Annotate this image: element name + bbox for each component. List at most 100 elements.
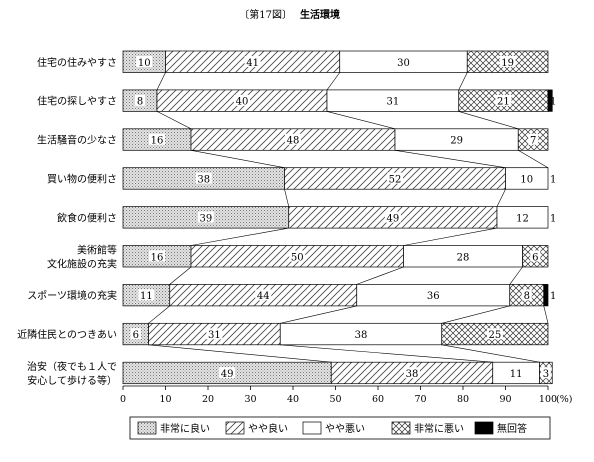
bar-value-label: 28 bbox=[457, 252, 470, 263]
bar-value-label: 10 bbox=[138, 58, 151, 69]
bar-label-bg bbox=[528, 133, 539, 145]
bar-value-label: 25 bbox=[489, 330, 502, 341]
x-tick-label: 0 bbox=[120, 394, 126, 405]
connector-line bbox=[441, 305, 510, 324]
connector-line bbox=[496, 189, 506, 207]
bar-value-label: 19 bbox=[501, 58, 514, 69]
bar-value-label: 16 bbox=[151, 252, 164, 263]
bar-label-bg bbox=[136, 56, 153, 67]
x-tick-label: 40 bbox=[287, 394, 299, 405]
connector-line bbox=[280, 305, 357, 324]
connector-line bbox=[326, 111, 396, 130]
bar-label-bg bbox=[353, 328, 369, 340]
bar-value-label: 52 bbox=[389, 174, 402, 185]
bar-value-label: 1 bbox=[550, 213, 556, 224]
bar-label-bg bbox=[244, 56, 261, 67]
legend-swatch bbox=[137, 421, 157, 435]
bar-label-bg bbox=[384, 211, 401, 223]
bar-value-label: 39 bbox=[200, 213, 213, 224]
bar-value-label: 8 bbox=[524, 291, 530, 302]
bar-value-label: 6 bbox=[532, 252, 538, 263]
bar-value-label: 41 bbox=[246, 58, 259, 69]
connector-line bbox=[190, 150, 285, 168]
connector-line bbox=[441, 344, 540, 363]
bar-value-label: 29 bbox=[450, 136, 463, 147]
category-label: 治安（夜でも１人で bbox=[27, 360, 117, 373]
legend-label: やや良い bbox=[248, 422, 288, 435]
bar-label-bg bbox=[138, 289, 155, 301]
x-tick-label: 20 bbox=[202, 394, 214, 405]
connector-line bbox=[148, 305, 170, 324]
bar-label-bg bbox=[425, 289, 442, 301]
bar-label-bg bbox=[135, 94, 145, 106]
bar-value-label: 12 bbox=[516, 213, 529, 224]
x-tick-label: 50 bbox=[329, 394, 341, 405]
bar-label-bg bbox=[486, 328, 503, 340]
legend-label: 非常に良い bbox=[160, 422, 210, 435]
bar-label-bg bbox=[387, 172, 403, 184]
bar-label-bg bbox=[448, 133, 465, 145]
legend-swatch bbox=[474, 421, 494, 435]
bar-value-label: 8 bbox=[137, 97, 143, 108]
bar-label-bg bbox=[219, 367, 236, 379]
category-label: スポーツ環境の充実 bbox=[27, 289, 117, 302]
connector-line bbox=[326, 72, 340, 91]
connector-line bbox=[148, 344, 332, 363]
category-label: 買い物の便利さ bbox=[47, 172, 117, 185]
x-tick-label: 70 bbox=[414, 394, 426, 405]
bar-label-bg bbox=[455, 250, 471, 262]
x-tick-label: 10 bbox=[159, 394, 171, 405]
category-label: 飲食の便利さ bbox=[57, 211, 117, 224]
bar-value-label: 16 bbox=[151, 136, 164, 147]
x-tick-label: 60 bbox=[372, 394, 384, 405]
bar-value-label: 36 bbox=[427, 291, 440, 302]
bar-value-label: 6 bbox=[133, 330, 139, 341]
bar-value-label: 31 bbox=[387, 97, 400, 108]
legend-label: 無回答 bbox=[497, 422, 527, 435]
bar-value-label: 31 bbox=[208, 330, 221, 341]
bar-value-label: 1 bbox=[550, 291, 556, 302]
connector-line bbox=[169, 266, 192, 285]
connector-line bbox=[156, 72, 166, 91]
category-label: 安心して歩ける等） bbox=[27, 374, 117, 387]
legend-swatch bbox=[225, 421, 245, 435]
bar-label-bg bbox=[495, 94, 512, 106]
bar-label-bg bbox=[130, 328, 141, 340]
bar-label-bg bbox=[197, 211, 214, 223]
bar-value-label: 21 bbox=[497, 97, 510, 108]
legend-label: 非常に悪い bbox=[414, 422, 464, 435]
bar-label-bg bbox=[404, 367, 420, 379]
x-tick-label: 90 bbox=[499, 394, 511, 405]
x-tick-label: 100 bbox=[539, 394, 557, 405]
chart-title: 生活環境 bbox=[300, 8, 340, 21]
bar-label-bg bbox=[285, 133, 301, 145]
bar-value-label: 50 bbox=[291, 252, 304, 263]
bar-label-bg bbox=[195, 172, 212, 184]
category-label: 美術館等 bbox=[77, 243, 117, 256]
bar-label-bg bbox=[508, 367, 525, 379]
connector-line bbox=[394, 150, 506, 168]
bar-segment bbox=[547, 89, 553, 112]
bar-label-bg bbox=[206, 328, 223, 340]
bar-value-label: 38 bbox=[355, 330, 368, 341]
bar-label-bg bbox=[234, 94, 250, 106]
connector-line bbox=[190, 227, 289, 246]
bar-value-label: 11 bbox=[510, 369, 523, 380]
connector-line bbox=[518, 150, 549, 168]
bar-label-bg bbox=[289, 250, 306, 262]
bar-value-label: 38 bbox=[406, 369, 419, 380]
bar-value-label: 49 bbox=[221, 369, 234, 380]
bar-label-bg bbox=[514, 211, 531, 223]
category-label: 生活騒音の少なさ bbox=[37, 134, 117, 147]
bar-label-bg bbox=[395, 56, 412, 67]
legend-swatch bbox=[302, 421, 322, 435]
bar-value-label: 38 bbox=[197, 174, 210, 185]
bar-label-bg bbox=[149, 133, 165, 145]
bar-label-bg bbox=[384, 94, 401, 106]
bar-value-label: 10 bbox=[520, 174, 533, 185]
x-tick-label: 80 bbox=[457, 394, 469, 405]
bar-value-label: 40 bbox=[236, 97, 249, 108]
category-label: 住宅の住みやすさ bbox=[37, 56, 117, 69]
legend-label: やや悪い bbox=[325, 423, 365, 435]
